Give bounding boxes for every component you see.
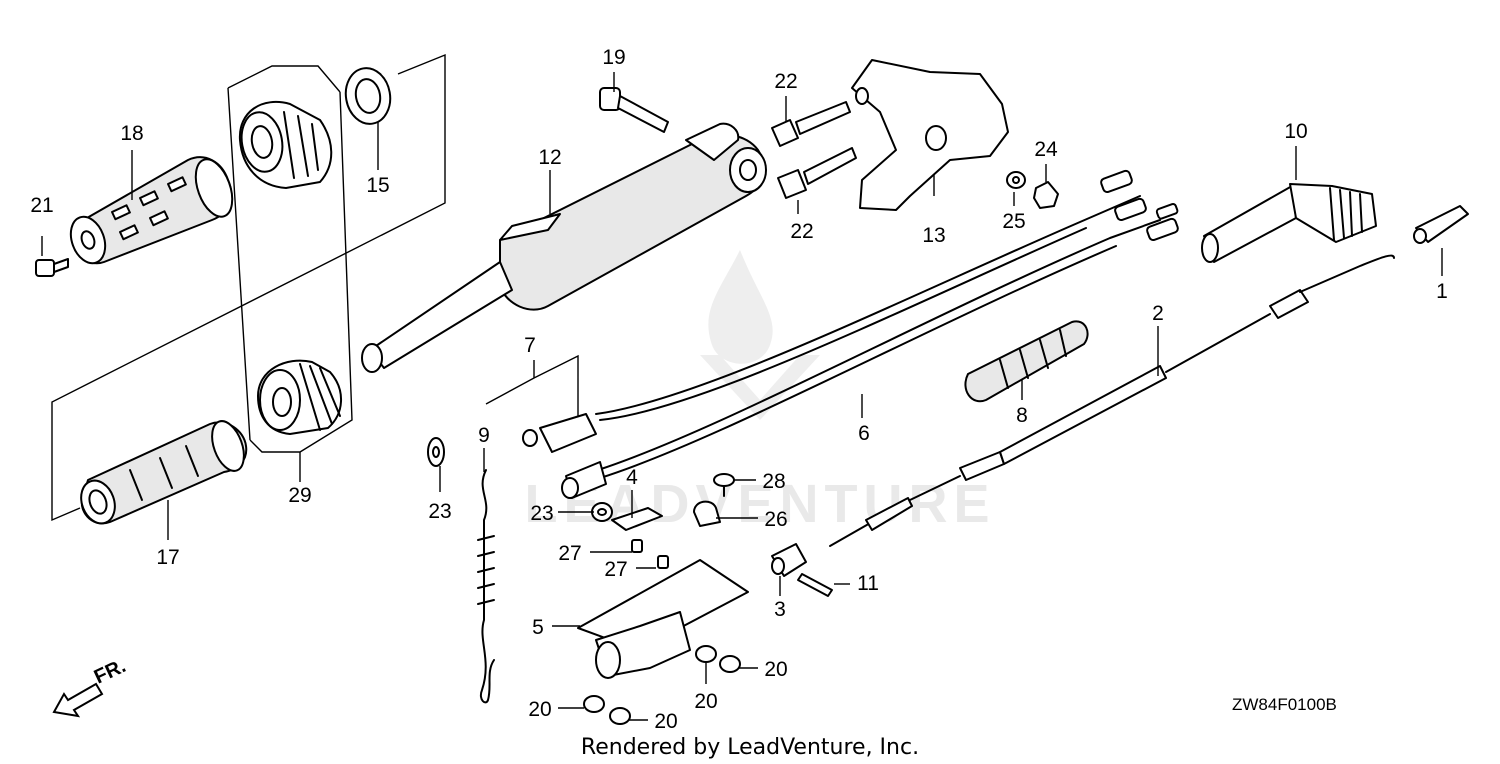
part-23-washer-lower[interactable] xyxy=(591,502,613,522)
callout-23-b: 23 xyxy=(530,502,553,525)
part-22-bolt-upper[interactable] xyxy=(771,101,851,147)
callout-5: 5 xyxy=(532,616,544,639)
callout-2: 2 xyxy=(1152,302,1164,325)
callout-20-d: 20 xyxy=(764,658,787,681)
callout-22-a: 22 xyxy=(774,70,797,93)
callout-17: 17 xyxy=(156,546,179,569)
callout-3: 3 xyxy=(774,598,786,621)
part-12-tiller-arm[interactable] xyxy=(361,122,767,373)
diagram-code: ZW84F0100B xyxy=(1232,695,1337,714)
part-3-cable-clamp[interactable] xyxy=(771,543,807,577)
callout-21: 21 xyxy=(30,194,53,217)
callout-15: 15 xyxy=(366,174,389,197)
part-5-cover[interactable] xyxy=(577,559,749,679)
callout-9: 9 xyxy=(478,424,490,447)
part-20-screw-d[interactable] xyxy=(719,655,741,673)
part-18-grip[interactable] xyxy=(65,154,240,268)
part-4-clip-plate[interactable] xyxy=(611,507,663,531)
callout-12: 12 xyxy=(538,146,561,169)
part-20-screw-c[interactable] xyxy=(695,645,717,663)
callout-6: 6 xyxy=(858,422,870,445)
callout-1: 1 xyxy=(1436,280,1448,303)
callout-20-a: 20 xyxy=(528,698,551,721)
part-2-throttle-cable[interactable] xyxy=(829,254,1395,547)
part-9-lanyard[interactable] xyxy=(477,469,495,704)
callout-28: 28 xyxy=(762,470,785,493)
part-25-washer[interactable] xyxy=(1006,171,1026,189)
callout-4: 4 xyxy=(626,466,638,489)
callout-13: 13 xyxy=(922,224,945,247)
part-10-stop-switch[interactable] xyxy=(1201,183,1377,263)
part-22-bolt-lower[interactable] xyxy=(777,147,857,199)
watermark-logo: LEADVENTURE xyxy=(524,250,990,534)
part-1-cable-end[interactable] xyxy=(1413,205,1469,244)
part-24-nut[interactable] xyxy=(1033,181,1059,209)
part-throttle-sleeve[interactable] xyxy=(237,100,333,189)
callout-29: 29 xyxy=(288,484,311,507)
part-27-screw-a[interactable] xyxy=(631,539,643,553)
callout-26: 26 xyxy=(764,508,787,531)
callout-11: 11 xyxy=(857,572,879,595)
callout-10: 10 xyxy=(1284,120,1307,143)
part-11-pin[interactable] xyxy=(797,573,833,597)
callouts: 1 2 3 4 5 6 7 8 9 10 11 12 13 15 17 18 1… xyxy=(30,46,1448,733)
part-7-connector[interactable] xyxy=(522,413,607,499)
leader-lines xyxy=(41,72,1443,721)
part-19-bolt[interactable] xyxy=(599,87,669,133)
part-17-grip[interactable] xyxy=(75,417,250,528)
callout-23-a: 23 xyxy=(428,500,451,523)
part-8-sleeve[interactable] xyxy=(964,320,1089,403)
callout-27-a: 27 xyxy=(558,542,581,565)
front-direction-arrow: FR. xyxy=(52,655,129,718)
part-15-ring[interactable] xyxy=(341,65,394,128)
callout-18: 18 xyxy=(120,122,143,145)
part-23-washer-upper[interactable] xyxy=(427,437,445,467)
footer-credit: Rendered by LeadVenture, Inc. xyxy=(581,735,919,760)
part-26-clamp[interactable] xyxy=(693,500,721,527)
part-13-tiller-bracket[interactable] xyxy=(851,59,1009,211)
arrow-icon xyxy=(52,682,104,718)
part-27-screw-b[interactable] xyxy=(657,555,669,569)
callout-25: 25 xyxy=(1002,210,1025,233)
callout-20-b: 20 xyxy=(654,710,677,733)
part-20-screw-a[interactable] xyxy=(583,695,605,713)
callout-8: 8 xyxy=(1016,404,1028,427)
part-29-throttle-drum[interactable] xyxy=(257,359,343,435)
callout-24: 24 xyxy=(1034,138,1058,161)
part-20-screw-b[interactable] xyxy=(609,707,631,725)
callout-22-b: 22 xyxy=(790,220,813,243)
callout-27-b: 27 xyxy=(604,558,627,581)
part-6-wire-harness[interactable] xyxy=(595,169,1179,479)
callout-7: 7 xyxy=(524,334,536,357)
callout-19: 19 xyxy=(602,46,625,69)
part-21-screw[interactable] xyxy=(35,258,69,277)
callout-20-c: 20 xyxy=(694,690,717,713)
